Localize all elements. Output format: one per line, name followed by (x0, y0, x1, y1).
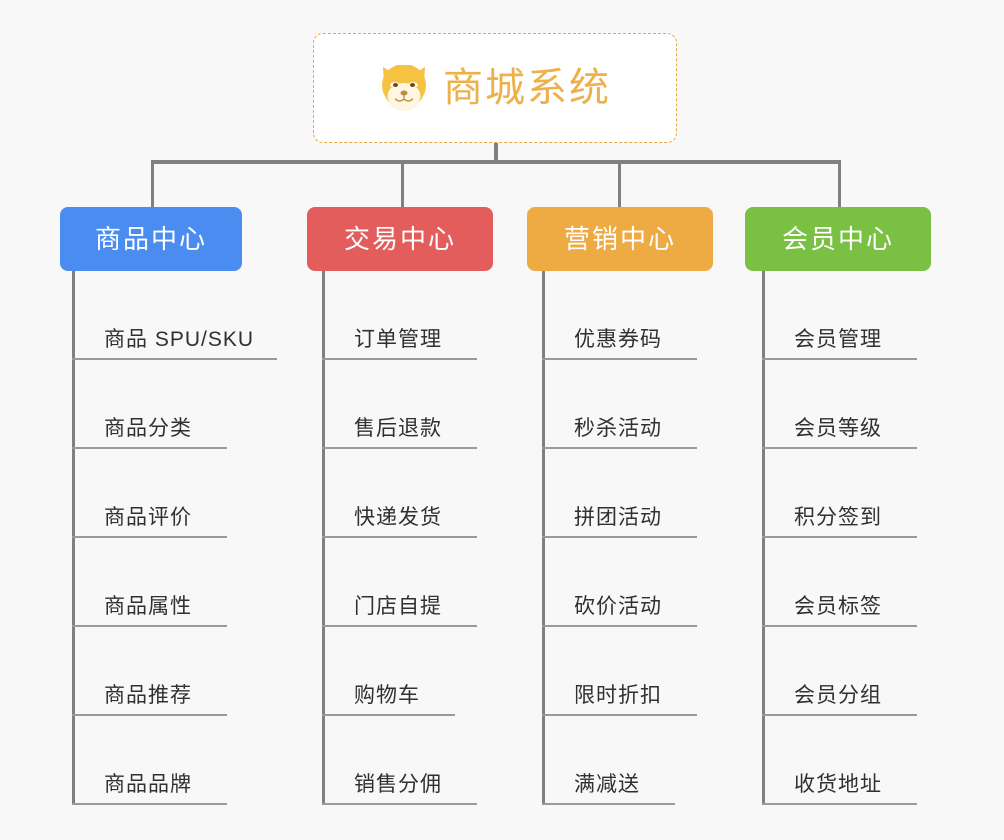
root-title: 商城系统 (443, 66, 611, 110)
leaf-item[interactable]: 商品分类 (72, 360, 227, 449)
leaf-item[interactable]: 会员等级 (762, 360, 917, 449)
leaf-item[interactable]: 订单管理 (322, 271, 477, 360)
leaf-item[interactable]: 会员管理 (762, 271, 917, 360)
connector-drop-3 (618, 160, 621, 208)
leaf-item[interactable]: 拼团活动 (542, 449, 697, 538)
connector-drop-2 (401, 160, 404, 208)
leaf-item[interactable]: 会员标签 (762, 538, 917, 627)
shiba-dog-face-icon (382, 65, 426, 111)
leaf-item-label: 商品品牌 (104, 772, 192, 796)
leaf-item[interactable]: 门店自提 (322, 538, 477, 627)
leaf-item[interactable]: 商品品牌 (72, 716, 227, 805)
leaf-item-label: 售后退款 (354, 416, 442, 440)
leaf-item-label: 收货地址 (794, 772, 882, 796)
leaf-item[interactable]: 优惠券码 (542, 271, 697, 360)
column-spine (762, 271, 765, 805)
leaf-item-label: 满减送 (574, 772, 640, 796)
leaf-item-label: 会员等级 (794, 416, 882, 440)
leaf-item[interactable]: 满减送 (542, 716, 675, 805)
leaf-item[interactable]: 会员分组 (762, 627, 917, 716)
leaf-item-label: 商品属性 (104, 594, 192, 618)
leaf-item-label: 砍价活动 (574, 594, 662, 618)
connector-horizontal-bus (151, 160, 841, 164)
leaf-item[interactable]: 限时折扣 (542, 627, 697, 716)
connector-drop-1 (151, 160, 154, 208)
leaf-item-label: 秒杀活动 (574, 416, 662, 440)
leaf-item-label: 商品 SPU/SKU (104, 327, 255, 351)
category-card-3[interactable]: 营销中心 (527, 207, 713, 271)
leaf-item-label: 会员管理 (794, 327, 882, 351)
category-label: 交易中心 (343, 224, 456, 254)
leaf-item-label: 商品推荐 (104, 683, 192, 707)
category-label: 会员中心 (781, 224, 894, 254)
leaf-item-label: 销售分佣 (354, 772, 442, 796)
column-spine (72, 271, 75, 805)
leaf-item-label: 会员标签 (794, 594, 882, 618)
leaf-item[interactable]: 销售分佣 (322, 716, 477, 805)
connector-drop-4 (838, 160, 841, 208)
leaf-item-label: 订单管理 (354, 327, 442, 351)
category-label: 营销中心 (563, 224, 676, 254)
root-node[interactable]: 商城系统 (313, 33, 677, 143)
leaf-item[interactable]: 商品 SPU/SKU (72, 271, 277, 360)
leaf-item[interactable]: 商品属性 (72, 538, 227, 627)
leaf-item[interactable]: 商品推荐 (72, 627, 227, 716)
leaf-item[interactable]: 收货地址 (762, 716, 917, 805)
leaf-item[interactable]: 购物车 (322, 627, 455, 716)
leaf-item-label: 门店自提 (354, 594, 442, 618)
leaf-item-label: 商品分类 (104, 416, 192, 440)
leaf-item[interactable]: 快递发货 (322, 449, 477, 538)
category-label: 商品中心 (94, 224, 207, 254)
leaf-item-label: 会员分组 (794, 683, 882, 707)
leaf-item-label: 限时折扣 (574, 683, 662, 707)
leaf-item[interactable]: 商品评价 (72, 449, 227, 538)
leaf-item-label: 优惠券码 (574, 327, 662, 351)
leaf-item-label: 积分签到 (794, 505, 882, 529)
connector-root-stem (494, 143, 498, 163)
column-spine (322, 271, 325, 805)
category-card-1[interactable]: 商品中心 (60, 207, 242, 271)
leaf-item-label: 购物车 (354, 683, 420, 707)
leaf-item-label: 快递发货 (354, 505, 442, 529)
leaf-item-label: 拼团活动 (574, 505, 662, 529)
leaf-item[interactable]: 售后退款 (322, 360, 477, 449)
leaf-item[interactable]: 积分签到 (762, 449, 917, 538)
leaf-item-label: 商品评价 (104, 505, 192, 529)
category-card-2[interactable]: 交易中心 (307, 207, 493, 271)
category-card-4[interactable]: 会员中心 (745, 207, 931, 271)
column-spine (542, 271, 545, 805)
leaf-item[interactable]: 砍价活动 (542, 538, 697, 627)
leaf-item[interactable]: 秒杀活动 (542, 360, 697, 449)
